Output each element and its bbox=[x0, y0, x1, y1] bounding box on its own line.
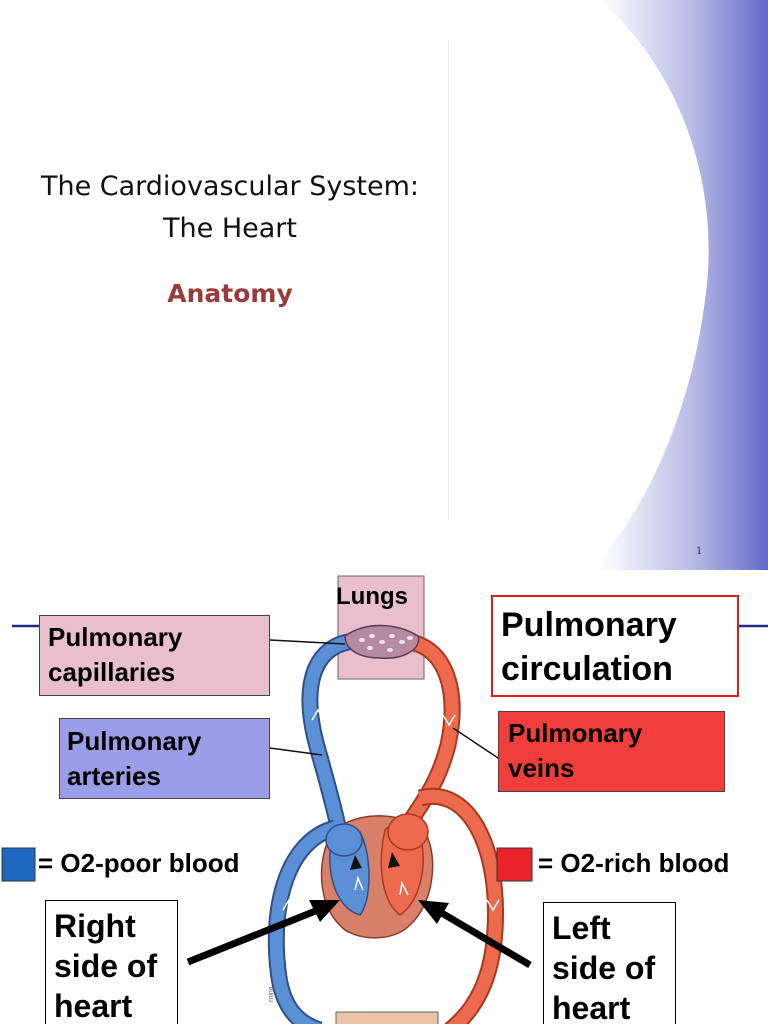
flow-arrows bbox=[282, 708, 500, 912]
legend-swatch-rich bbox=[496, 847, 533, 882]
arrow-left-side bbox=[438, 908, 532, 969]
left-side-line-2: side of bbox=[552, 950, 656, 986]
title-line-1: The Cardiovascular System: bbox=[40, 171, 420, 202]
slide-subtitle: Anatomy bbox=[167, 279, 293, 308]
circulation-line-2: circulation bbox=[501, 650, 673, 688]
pulmonary-capillaries-label: Pulmonary capillaries bbox=[39, 615, 270, 696]
left-side-line-3: heart bbox=[552, 990, 631, 1024]
right-side-of-heart-label: Right side of heart bbox=[45, 900, 178, 1024]
pulmonary-vein bbox=[401, 635, 459, 832]
slide-divider bbox=[448, 40, 449, 520]
capillary-holes bbox=[359, 634, 413, 652]
decorative-band bbox=[600, 0, 768, 570]
leader-veins bbox=[452, 727, 499, 759]
arteries-line-2: arteries bbox=[67, 761, 161, 791]
left-side-of-heart-label: Left side of heart bbox=[543, 902, 676, 1024]
title-line-2: The Heart bbox=[163, 213, 297, 244]
right-side-line-1: Right bbox=[54, 908, 136, 944]
veins-line-2: veins bbox=[508, 753, 575, 783]
right-atrium bbox=[325, 823, 363, 857]
leader-capillaries bbox=[269, 639, 346, 645]
leader-arteries bbox=[269, 747, 323, 756]
left-atrium bbox=[387, 813, 429, 851]
page-number: 1 bbox=[696, 546, 703, 557]
circulation-diagram bbox=[1, 575, 768, 1024]
capillaries-line-2: capillaries bbox=[48, 657, 176, 687]
right-side-line-2: side of bbox=[54, 948, 158, 984]
title-slide: The Cardiovascular System: The Heart Ana… bbox=[10, 0, 768, 570]
capillaries-line-1: Pulmonary bbox=[48, 622, 183, 652]
valve-right bbox=[350, 855, 362, 870]
arrow-left-head bbox=[418, 900, 449, 924]
arrow-right-head bbox=[309, 900, 340, 922]
right-side-line-3: heart bbox=[54, 988, 133, 1024]
lungs-label: Lungs bbox=[336, 583, 408, 610]
left-side-line-1: Left bbox=[552, 910, 611, 946]
arrow-right-side bbox=[186, 906, 320, 966]
systemic-artery bbox=[418, 789, 503, 1024]
veins-line-1: Pulmonary bbox=[508, 718, 643, 748]
slide-title: The Cardiovascular System: The Heart bbox=[10, 166, 450, 250]
circulation-line-1: Pulmonary bbox=[501, 606, 677, 644]
valve-left bbox=[388, 852, 400, 868]
pulmonary-arteries-label: Pulmonary arteries bbox=[59, 718, 270, 799]
pulmonary-slide: Lungs Pulmonary capillaries Pulmonary ar… bbox=[0, 570, 768, 1024]
pulmonary-circulation-title: Pulmonary circulation bbox=[491, 595, 739, 697]
pulmonary-veins-label: Pulmonary veins bbox=[498, 711, 725, 792]
image-credit: rning bbox=[268, 986, 275, 1002]
systemic-vein bbox=[269, 821, 338, 1024]
body-tissue-box bbox=[335, 1011, 439, 1024]
arteries-line-1: Pulmonary bbox=[67, 726, 202, 756]
legend-o2-poor: = O2-poor blood bbox=[38, 848, 240, 878]
legend-o2-rich: = O2-rich blood bbox=[538, 848, 730, 878]
legend-swatch-poor bbox=[1, 847, 36, 882]
